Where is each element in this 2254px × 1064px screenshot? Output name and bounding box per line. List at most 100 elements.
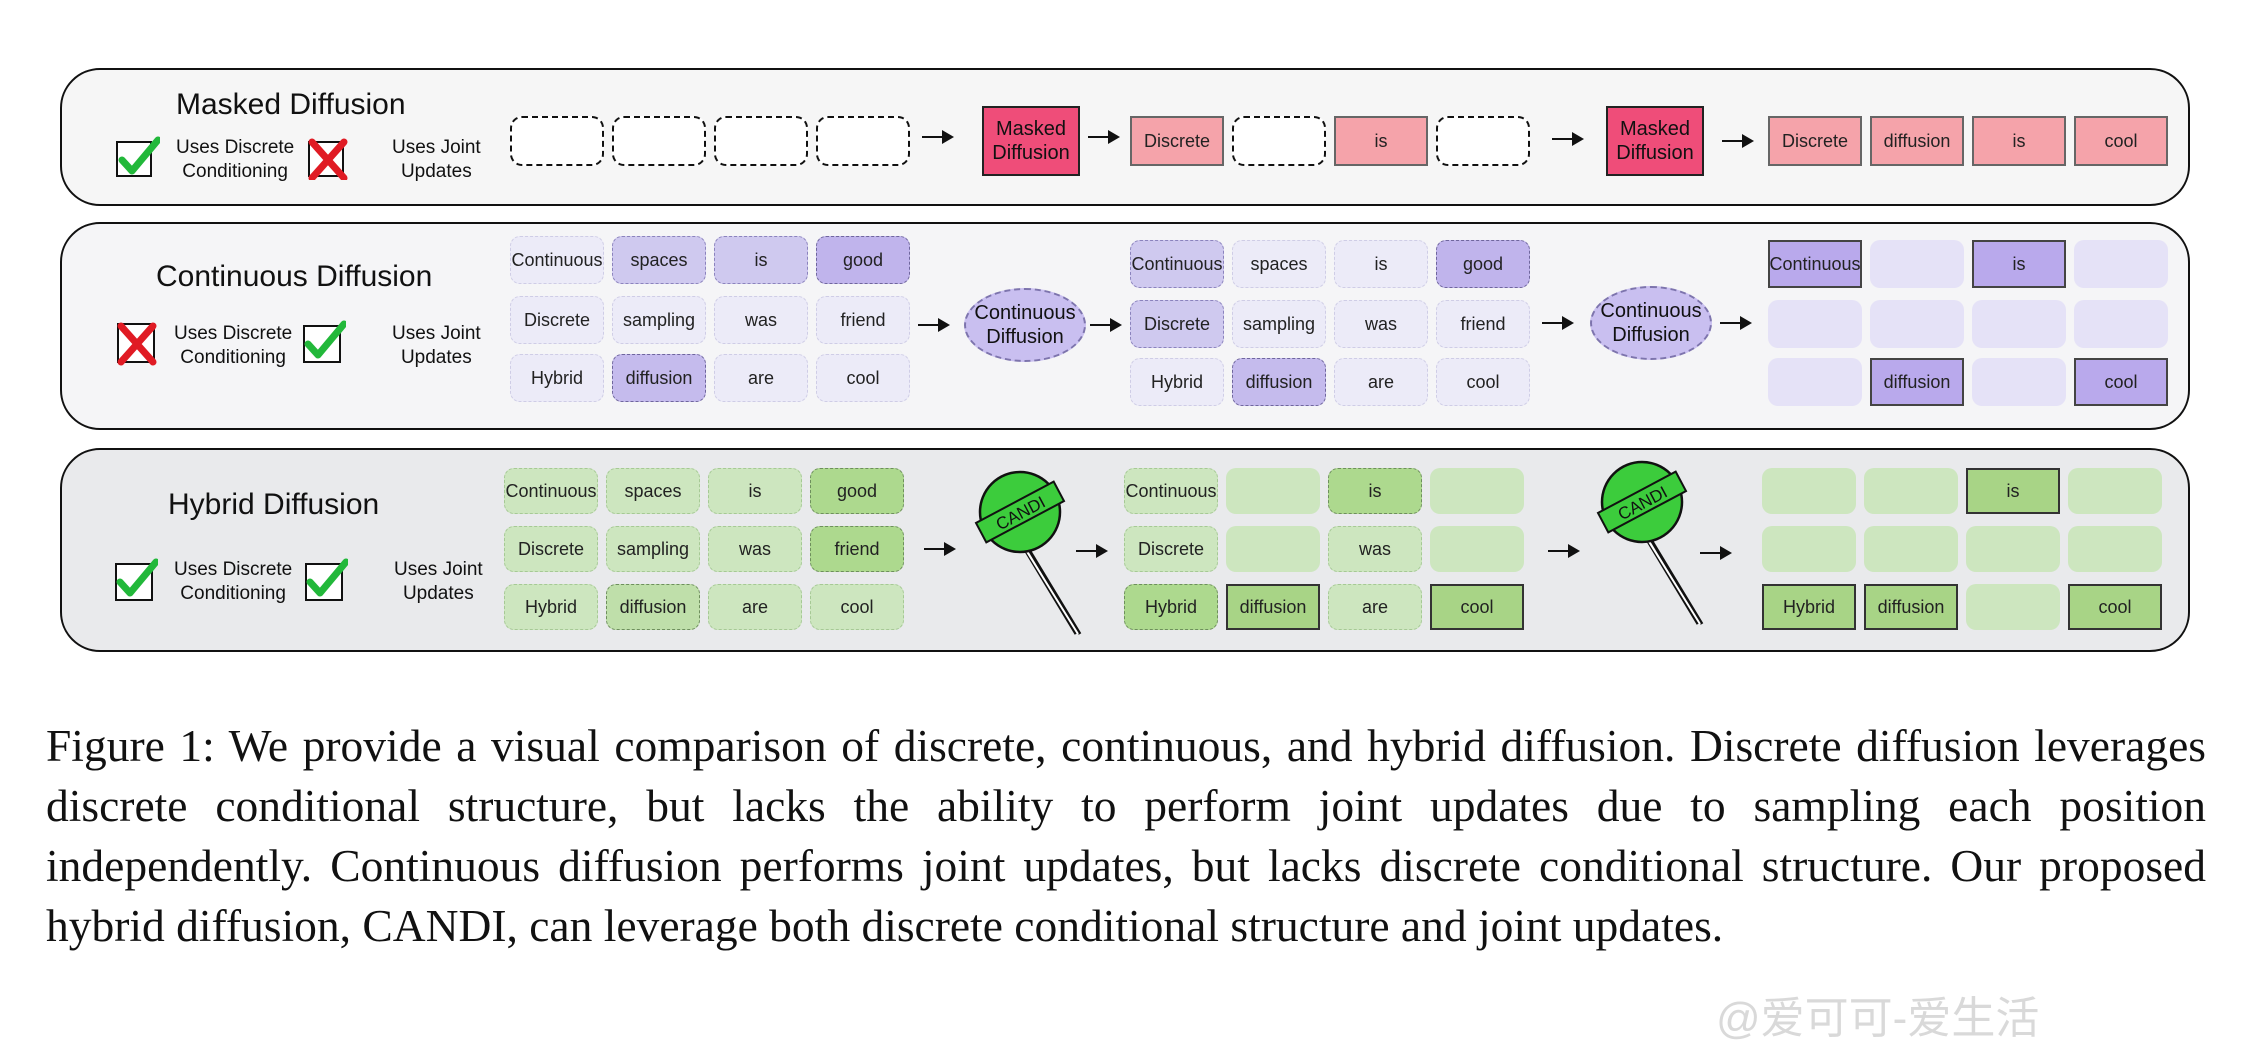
hybrid-input-token: Hybrid [504,584,598,630]
continuous-model-ellipse: Continuous Diffusion [1590,286,1712,360]
figure-caption: Figure 1: We provide a visual comparison… [46,720,2206,951]
hybrid-mid-token [1226,526,1320,572]
hybrid-mid-token: was [1328,526,1422,572]
hybrid-input-token: Continuous [504,468,598,514]
hybrid-mid-token [1430,526,1524,572]
continuous-output-token [2074,300,2168,348]
hybrid-input-token: cool [810,584,904,630]
continuous-mid-token: good [1436,240,1530,288]
hybrid-feature-joint-label: Uses Joint Updates [394,559,483,604]
continuous-mid-token: Continuous [1130,240,1224,288]
masked-blank-token [816,116,910,166]
continuous-model-ellipse: Continuous Diffusion [964,288,1086,362]
flow-arrow [1088,130,1120,144]
hybrid-output-token [1966,584,2060,630]
flow-arrow [918,318,950,332]
continuous-input-token: spaces [612,236,706,284]
masked-output-token: diffusion [1870,116,1964,166]
hybrid-mid-token: Hybrid [1124,584,1218,630]
hybrid-output-token [2068,468,2162,514]
continuous-input-token: is [714,236,808,284]
hybrid-mid-token: Discrete [1124,526,1218,572]
masked-model-box: Masked Diffusion [982,106,1080,176]
check-icon [305,558,348,601]
check-icon [115,558,158,601]
continuous-output-token [1768,358,1862,406]
hybrid-input-token: good [810,468,904,514]
hybrid-input-token: was [708,526,802,572]
flow-arrow [1076,544,1108,558]
continuous-output-token: diffusion [1870,358,1964,406]
candi-lollipop-icon: CANDI [974,470,1082,635]
continuous-input-token: Continuous [510,236,604,284]
masked-blank-token [510,116,604,166]
check-icon [116,136,160,177]
continuous-output-token: Continuous [1768,240,1862,288]
hybrid-output-token: is [1966,468,2060,514]
watermark-text: @爱可可-爱生活 [1716,994,2040,1043]
continuous-feature-joint-label: Uses Joint Updates [392,323,481,368]
hybrid-output-token [1864,526,1958,572]
continuous-mid-token: is [1334,240,1428,288]
continuous-input-token: Hybrid [510,354,604,402]
hybrid-output-token: cool [2068,584,2162,630]
hybrid-input-token: diffusion [606,584,700,630]
masked-output-token: Discrete [1768,116,1862,166]
continuous-output-token [1972,300,2066,348]
hybrid-output-token [1966,526,2060,572]
check-icon [303,320,346,363]
continuous-mid-token: sampling [1232,300,1326,348]
continuous-input-token: friend [816,296,910,344]
continuous-mid-token: friend [1436,300,1530,348]
masked-step1-token: Discrete [1130,116,1224,166]
continuous-mid-token: was [1334,300,1428,348]
flow-arrow [1722,134,1754,148]
continuous-mid-token: Hybrid [1130,358,1224,406]
hybrid-output-token [1864,468,1958,514]
continuous-input-token: Discrete [510,296,604,344]
continuous-output-token: is [1972,240,2066,288]
masked-feature-joint-label: Uses Joint Updates [392,137,481,182]
flow-arrow [924,542,956,556]
flow-arrow [1700,546,1732,560]
flow-arrow [1090,318,1122,332]
masked-model-box: Masked Diffusion [1606,106,1704,176]
hybrid-input-token: friend [810,526,904,572]
hybrid-mid-token: diffusion [1226,584,1320,630]
hybrid-output-token: Hybrid [1762,584,1856,630]
hybrid-mid-token [1430,468,1524,514]
hybrid-mid-token: cool [1430,584,1524,630]
continuous-mid-token: are [1334,358,1428,406]
hybrid-mid-token: is [1328,468,1422,514]
masked-output-token: cool [2074,116,2168,166]
hybrid-output-token [1762,526,1856,572]
continuous-mid-token: cool [1436,358,1530,406]
masked-panel-title: Masked Diffusion [176,88,406,121]
hybrid-mid-token: are [1328,584,1422,630]
flow-arrow [1552,132,1584,146]
continuous-mid-token: Discrete [1130,300,1224,348]
continuous-output-token [2074,240,2168,288]
flow-arrow [922,130,954,144]
masked-feature-discrete-label: Uses Discrete Conditioning [176,137,295,182]
continuous-feature-discrete-label: Uses Discrete Conditioning [174,323,293,368]
hybrid-feature-discrete-label: Uses Discrete Conditioning [174,559,293,604]
continuous-input-token: diffusion [612,354,706,402]
continuous-input-token: was [714,296,808,344]
continuous-input-token: cool [816,354,910,402]
cross-icon [308,138,348,180]
continuous-mid-token: spaces [1232,240,1326,288]
continuous-mid-token: diffusion [1232,358,1326,406]
hybrid-output-token [2068,526,2162,572]
continuous-output-token: cool [2074,358,2168,406]
hybrid-mid-token [1226,468,1320,514]
hybrid-panel-title: Hybrid Diffusion [168,488,380,521]
candi-lollipop-icon: CANDI [1596,460,1704,625]
hybrid-input-token: is [708,468,802,514]
hybrid-output-token: diffusion [1864,584,1958,630]
continuous-panel-title: Continuous Diffusion [156,260,433,293]
hybrid-input-token: are [708,584,802,630]
continuous-output-token [1972,358,2066,406]
masked-step1-token: is [1334,116,1428,166]
masked-output-token: is [1972,116,2066,166]
